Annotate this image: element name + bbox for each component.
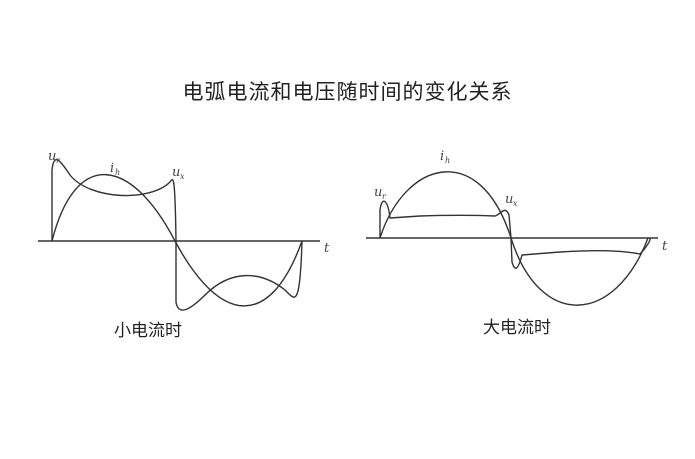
large-current-caption: 大电流时 xyxy=(483,318,551,338)
voltage-curve xyxy=(51,159,303,311)
small-current-diagram: u r i h u x t 小电流时 xyxy=(38,149,330,341)
current-label-subscript: h xyxy=(115,168,120,177)
current-label: i xyxy=(110,161,114,176)
time-axis-label: t xyxy=(324,241,330,256)
voltage-x-label: u xyxy=(505,192,513,207)
current-label: i xyxy=(440,149,444,164)
voltage-label: u xyxy=(48,149,56,164)
time-axis-label: t xyxy=(662,239,668,254)
voltage-x-label-subscript: x xyxy=(513,199,518,208)
voltage-curve xyxy=(379,200,651,269)
voltage-x-label-subscript: x xyxy=(180,172,185,181)
voltage-x-label: u xyxy=(172,165,180,180)
voltage-label-subscript: r xyxy=(382,192,387,201)
voltage-label-subscript: r xyxy=(56,156,61,165)
figure-title: 电弧电流和电压随时间的变化关系 xyxy=(182,80,513,104)
large-current-diagram: u r i h u x t 大电流时 xyxy=(366,149,668,338)
current-curve xyxy=(51,173,303,307)
voltage-label: u xyxy=(374,185,382,200)
small-current-caption: 小电流时 xyxy=(114,321,182,341)
current-label-subscript: h xyxy=(445,156,450,165)
